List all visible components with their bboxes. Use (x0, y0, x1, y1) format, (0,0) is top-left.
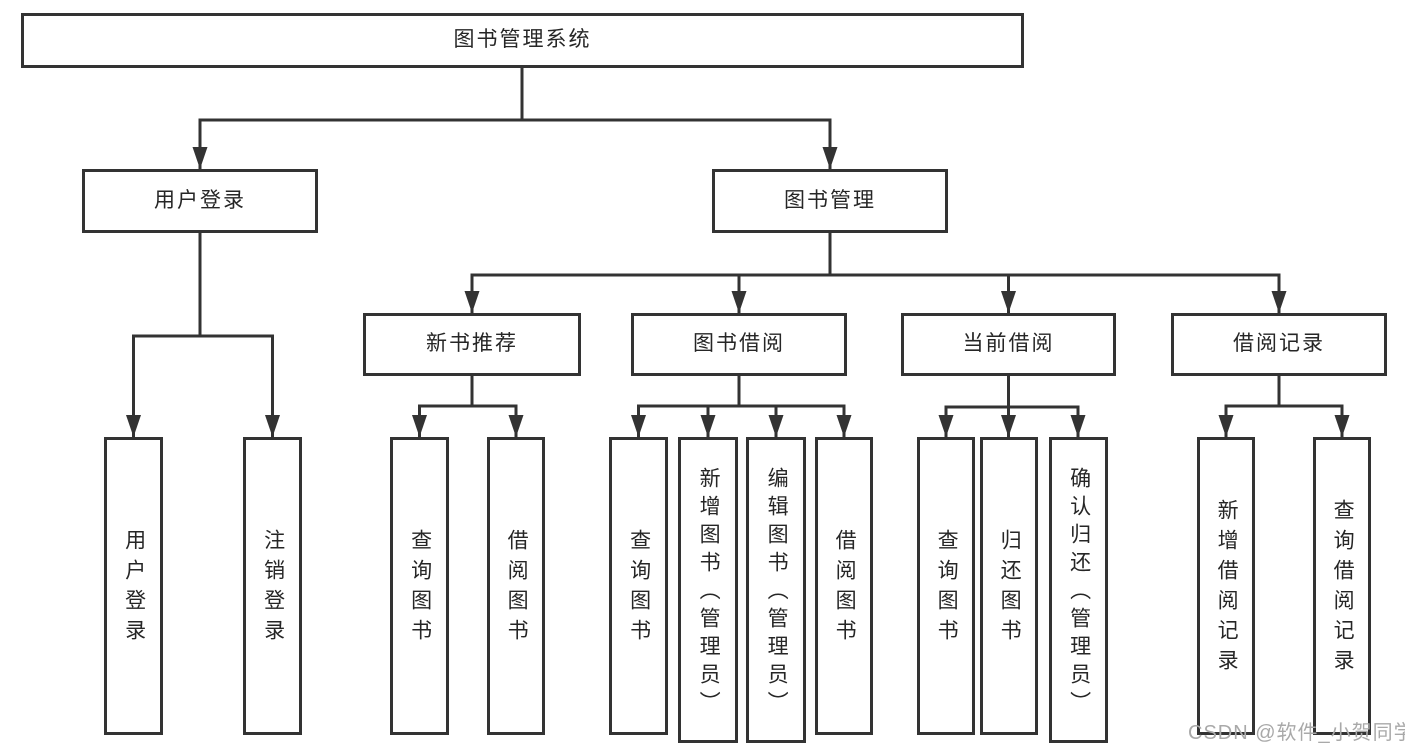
bus-level2 (198, 118, 832, 169)
bus-borrow-group (637, 404, 846, 437)
arrow-leaf-edit-book (768, 415, 784, 437)
arrow-leaf-query-record (1334, 415, 1350, 437)
arrow-new-book (464, 291, 480, 313)
csdn-watermark: CSDN @软件_小贺同学 (1188, 722, 1405, 744)
arrow-leaf-query-2 (631, 415, 646, 437)
leaf-edit-book-admin: 编辑图书（管理员） (746, 437, 806, 743)
arrow-leaf-query-1 (412, 415, 427, 437)
arrowheads (126, 147, 1350, 437)
node-new-book-recommend: 新书推荐 (363, 313, 581, 376)
arrow-borrow-records (1271, 291, 1287, 313)
node-book-borrow: 图书借阅 (631, 313, 847, 376)
leaf-query-books-3: 查询图书 (917, 437, 975, 735)
bus-new-book (418, 404, 518, 437)
connector-paths (132, 68, 1344, 437)
leaf-logout: 注销登录 (243, 437, 302, 735)
leaf-confirm-return-admin: 确认归还（管理员） (1049, 437, 1108, 743)
node-current-borrow: 当前借阅 (901, 313, 1116, 376)
arrow-book-borrow (731, 291, 747, 313)
leaf-return-book: 归还图书 (980, 437, 1038, 735)
leaf-borrow-books-2: 借阅图书 (815, 437, 873, 735)
leaf-query-books-1: 查询图书 (390, 437, 449, 735)
arrow-leaf-user-login (126, 415, 141, 437)
arrow-leaf-add-record (1218, 415, 1234, 437)
arrow-leaf-add-book (700, 415, 716, 437)
arrow-leaf-confirm-return (1070, 415, 1086, 437)
arrow-book-management (822, 147, 838, 169)
node-book-management: 图书管理 (712, 169, 948, 233)
leaf-borrow-books-1: 借阅图书 (487, 437, 545, 735)
bus-user-login (132, 334, 274, 437)
arrow-leaf-borrow-2 (836, 415, 852, 437)
bus-records-group (1224, 404, 1344, 437)
arrow-current-borrow (1001, 291, 1016, 313)
arrow-leaf-query-3 (938, 415, 954, 437)
node-borrow-records: 借阅记录 (1171, 313, 1387, 376)
leaf-query-books-2: 查询图书 (609, 437, 668, 735)
bus-level3 (470, 273, 1281, 313)
arrow-leaf-borrow-1 (508, 415, 524, 437)
arrow-leaf-logout (265, 415, 280, 437)
leaf-add-book-admin: 新增图书（管理员） (678, 437, 738, 743)
node-library-management-system: 图书管理系统 (21, 13, 1024, 68)
arrow-leaf-return (1001, 415, 1016, 437)
leaf-user-login: 用户登录 (104, 437, 163, 735)
node-user-login: 用户登录 (82, 169, 318, 233)
arrow-user-login (192, 147, 208, 169)
leaf-query-borrow-record: 查询借阅记录 (1313, 437, 1371, 735)
leaf-add-borrow-record: 新增借阅记录 (1197, 437, 1255, 735)
